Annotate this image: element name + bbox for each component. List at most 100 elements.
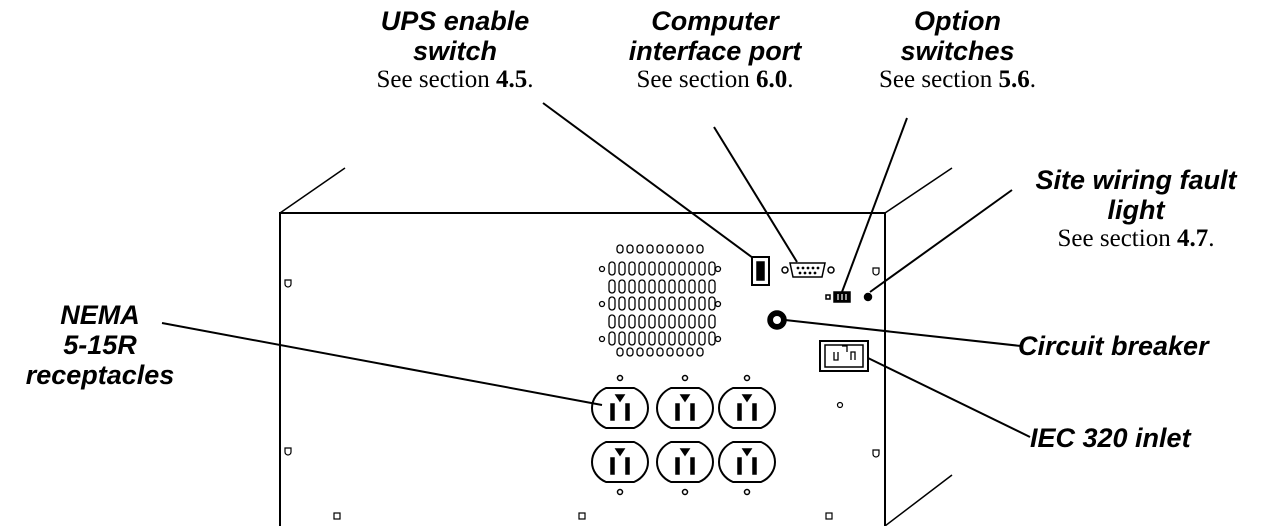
vent-slot (668, 261, 676, 276)
vent-slot (638, 296, 646, 311)
vent-slot (638, 261, 646, 276)
nema-receptacle (656, 441, 714, 483)
vent-slot (636, 347, 644, 357)
vent-slot (688, 296, 696, 311)
ref-suffix: . (1208, 225, 1215, 253)
receptacle-screw-hole (681, 488, 689, 496)
ref-prefix: See section (376, 66, 496, 94)
vent-slot (626, 244, 634, 254)
leader-lines (161, 102, 1031, 438)
site-wiring-fault-light (863, 292, 873, 302)
vent-slot (666, 244, 674, 254)
option-switches-reference: See section 5.6. (845, 66, 1070, 94)
vent-slot (648, 279, 656, 294)
ref-section-number: 4.5 (495, 66, 528, 94)
vent-slot (678, 279, 686, 294)
vent-slot (708, 261, 716, 276)
vent-slot (646, 347, 654, 357)
vent-slot (698, 279, 706, 294)
computer-interface-port-title-line2: interface port (628, 36, 802, 67)
vent-slot (608, 261, 616, 276)
computer-interface-port-title-line1: Computer (651, 6, 779, 36)
vent-slot (628, 314, 636, 329)
nema-receptacle (718, 441, 776, 483)
vent-slot (686, 347, 694, 357)
ref-prefix: See section (636, 66, 756, 94)
receptacle-screw-hole (743, 374, 751, 382)
vent-slot (618, 279, 626, 294)
nema-line3: receptacles (25, 360, 175, 391)
iec-320-inlet-label: IEC 320 inlet (1030, 423, 1191, 453)
vent-mount-hole (598, 300, 606, 308)
option-switches-title-line1: Option (914, 6, 1001, 36)
vent-slot (666, 347, 674, 357)
receptacle-screw-hole (616, 374, 624, 382)
ventilation-grille (598, 244, 722, 357)
vent-slot (708, 296, 716, 311)
vent-slot (668, 279, 676, 294)
vent-slot (658, 261, 666, 276)
vent-slot (638, 331, 646, 346)
vent-slot (608, 296, 616, 311)
ref-suffix: . (527, 66, 534, 94)
vent-slot (608, 331, 616, 346)
vent-slot (618, 296, 626, 311)
vent-slot (668, 314, 676, 329)
iec-320-inlet (819, 340, 869, 372)
circuit-breaker-callout: Circuit breaker (1018, 331, 1263, 361)
nema-receptacles (591, 374, 776, 496)
vent-slot (678, 314, 686, 329)
vent-slot (616, 244, 624, 254)
site-wiring-fault-title-line1: Site wiring fault (1035, 165, 1237, 195)
computer-interface-port-reference: See section 6.0. (595, 66, 835, 94)
vent-slot (618, 314, 626, 329)
ups-enable-switch (751, 256, 770, 286)
nema-receptacle (591, 387, 649, 429)
vent-slot (688, 314, 696, 329)
ref-suffix: . (1029, 66, 1036, 94)
vent-slot (688, 331, 696, 346)
vent-slot (656, 244, 664, 254)
vent-slot (658, 331, 666, 346)
vent-slot (646, 244, 654, 254)
site-wiring-fault-light-callout: Site wiring fault light See section 4.7. (1005, 165, 1267, 253)
vent-slot (668, 296, 676, 311)
vent-slot (616, 347, 624, 357)
nema-line2: 5-15R (63, 330, 137, 361)
ref-prefix: See section (879, 66, 999, 94)
vent-slot (636, 244, 644, 254)
ref-prefix: See section (1057, 225, 1177, 253)
vent-slot (698, 296, 706, 311)
vent-slot (678, 261, 686, 276)
ups-enable-switch-title-line2: switch (412, 36, 498, 67)
vent-slot (648, 261, 656, 276)
ref-section-number: 5.6 (998, 66, 1030, 94)
cabinet-outline (279, 167, 953, 526)
computer-interface-port (781, 262, 835, 278)
vent-slot (618, 261, 626, 276)
vent-slot (676, 347, 684, 357)
screw-holes (284, 267, 880, 520)
vent-slot (626, 347, 634, 357)
option-switches (825, 291, 851, 303)
site-wiring-fault-reference: See section 4.7. (1005, 225, 1267, 253)
vent-slot (628, 261, 636, 276)
vent-slot (608, 279, 616, 294)
vent-slot (648, 331, 656, 346)
vent-slot (608, 314, 616, 329)
receptacle-screw-hole (616, 488, 624, 496)
ups-enable-switch-title-line1: UPS enable (380, 6, 530, 36)
vent-slot (708, 314, 716, 329)
nema-receptacles-callout: NEMA 5-15R receptacles (0, 300, 200, 391)
vent-slot (638, 279, 646, 294)
vent-slot (708, 331, 716, 346)
vent-slot (676, 244, 684, 254)
vent-slot (688, 261, 696, 276)
ups-enable-switch-callout: UPS enable switch See section 4.5. (330, 6, 580, 94)
vent-mount-hole (598, 265, 606, 273)
vent-mount-hole (598, 335, 606, 343)
nema-receptacle (718, 387, 776, 429)
option-switches-callout: Option switches See section 5.6. (845, 6, 1070, 94)
